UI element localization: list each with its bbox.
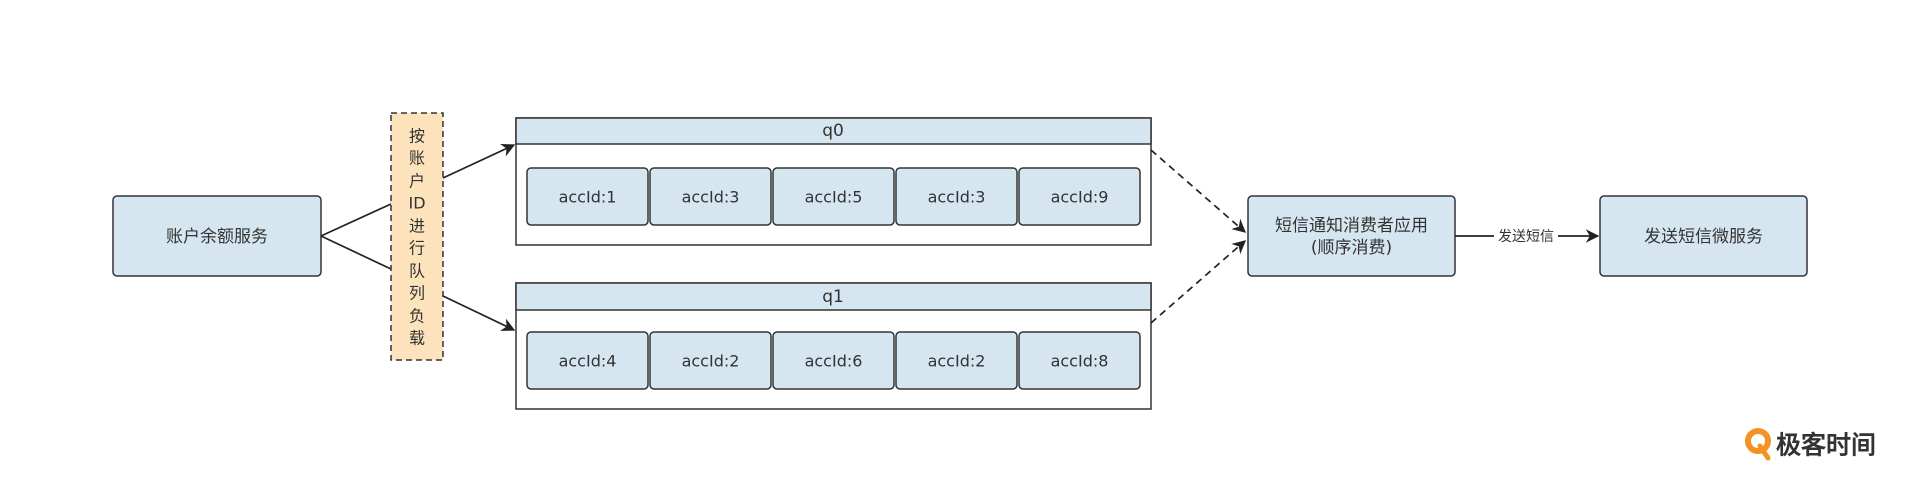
queue-message-label: accId:3: [682, 188, 740, 207]
queue-message-cell: [526, 167, 649, 226]
edge-label-background: [1494, 226, 1558, 246]
router-label-char: 列: [409, 284, 425, 303]
geektime-logo-text: 极客时间: [1776, 431, 1876, 460]
account-balance-service-node: 账户余额服务: [112, 195, 322, 277]
send-sms-edge-label: 发送短信: [1498, 229, 1554, 245]
queue-message-cell: [649, 167, 772, 226]
queue-q0: q0 accId:1 accId:3 accId:5 accId:3 accId…: [515, 117, 1152, 246]
q1-to-consumer-dashed-arrow: [1150, 240, 1247, 324]
sms-consumer-app-label: 短信通知消费者应用: [1275, 216, 1428, 236]
sms-consumer-app-node: 短信通知消费者应用 (顺序消费): [1247, 195, 1456, 277]
producer-to-router-lower-edge: [320, 235, 392, 270]
queue-message-label: accId:8: [1051, 352, 1109, 371]
router-label-char: ID: [408, 194, 425, 213]
queue-q0-title: q0: [822, 121, 844, 141]
router-label-char: 行: [409, 239, 425, 258]
queue-q1-header: [515, 282, 1152, 311]
router-label-char: 账: [409, 149, 425, 168]
queue-message-label: accId:1: [559, 188, 617, 207]
queue-message-cell: [526, 331, 649, 390]
sms-microservice-box: [1599, 195, 1808, 277]
router-label-char: 户: [409, 172, 425, 191]
router-label-char: 负: [409, 307, 425, 326]
queue-router-box: [390, 112, 444, 361]
router-to-q0-arrow: [442, 143, 516, 179]
queue-message-cell: [1018, 331, 1141, 390]
router-label-char: 按: [409, 127, 425, 146]
queue-q1: q1 accId:4 accId:2 accId:6 accId:2 accId…: [515, 282, 1152, 410]
sms-microservice-label: 发送短信微服务: [1644, 227, 1763, 247]
geektime-logo-icon: [1745, 428, 1771, 461]
queue-q0-header: [515, 117, 1152, 145]
queue-message-cell: [1018, 167, 1141, 226]
sms-consumer-app-sublabel: (顺序消费): [1311, 238, 1392, 258]
producer-to-router-upper-edge: [320, 203, 392, 237]
queue-message-label: accId:4: [559, 352, 617, 371]
queue-message-label: accId:2: [928, 352, 986, 371]
sms-consumer-app-box: [1247, 195, 1456, 277]
sms-microservice-node: 发送短信微服务: [1599, 195, 1808, 277]
queue-q1-title: q1: [822, 287, 844, 307]
queue-message-label: accId:9: [1051, 188, 1109, 207]
queue-message-cell: [772, 167, 895, 226]
queue-message-cell: [895, 167, 1018, 226]
queue-message-cell: [649, 331, 772, 390]
queue-message-label: accId:3: [928, 188, 986, 207]
geektime-logo: 极客时间: [1745, 428, 1876, 461]
queue-message-cell: [772, 331, 895, 390]
queue-message-label: accId:6: [805, 352, 863, 371]
router-label-char: 载: [409, 329, 425, 348]
queue-message-label: accId:2: [682, 352, 740, 371]
queue-message-label: accId:5: [805, 188, 863, 207]
account-balance-service-label: 账户余额服务: [166, 227, 268, 247]
queue-message-cell: [895, 331, 1018, 390]
router-label-char: 进: [409, 217, 425, 236]
q0-to-consumer-dashed-arrow: [1150, 149, 1247, 233]
router-label-char: 队: [409, 262, 425, 281]
router-to-q1-arrow: [442, 295, 516, 331]
queue-router-node: 按 账 户 ID 进 行 队 列 负 载: [390, 112, 444, 361]
